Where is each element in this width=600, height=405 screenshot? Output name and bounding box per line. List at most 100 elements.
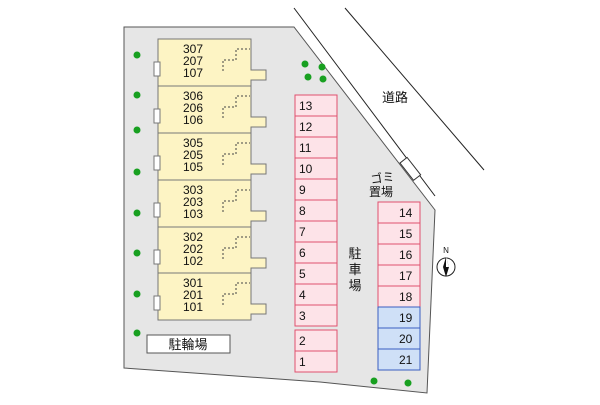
room-number: 202 <box>183 242 203 256</box>
building-outline <box>157 85 267 134</box>
room-number: 306 <box>183 89 203 103</box>
tree-icon <box>133 168 141 176</box>
parking-space-number: 19 <box>399 311 413 325</box>
parking-space: 14 <box>377 201 421 224</box>
parking-label-char: 駐 <box>348 246 361 261</box>
room-number: 105 <box>183 160 203 174</box>
north-arrow-icon: N <box>436 246 456 277</box>
parking-space-number: 10 <box>299 162 313 176</box>
room-number: 102 <box>183 254 203 268</box>
parking-space-number: 3 <box>299 309 306 323</box>
building-entrance <box>153 202 161 218</box>
parking-label-char: 車 <box>348 262 361 277</box>
parking-space: 19 <box>377 306 421 329</box>
parking-space: 10 <box>294 157 338 180</box>
garbage-box <box>399 156 422 182</box>
tree-icon <box>133 126 141 134</box>
tree-icon <box>304 73 312 81</box>
building-entrance <box>153 155 161 171</box>
parking-right-column: 14 15 16 17 18 19 20 21 <box>377 201 421 371</box>
tree-icon <box>133 91 141 99</box>
room-number: 201 <box>183 288 203 302</box>
building-outline <box>157 226 267 275</box>
trees <box>133 51 412 387</box>
parking-space-number: 13 <box>299 99 313 113</box>
parking-space-box <box>377 348 421 371</box>
parking-space: 11 <box>294 136 338 159</box>
building-entrance <box>153 61 161 77</box>
parking-space-number: 15 <box>399 227 413 241</box>
room-number: 207 <box>183 54 203 68</box>
parking-space: 8 <box>294 199 338 222</box>
road-label: 道路 <box>382 90 408 105</box>
parking-space: 5 <box>294 262 338 285</box>
apartment-buildings: 3072071073062061063052051053032031033022… <box>153 38 267 321</box>
tree-icon <box>133 290 141 298</box>
room-number: 303 <box>183 183 203 197</box>
balcony-outline <box>222 48 250 71</box>
parking-space: 7 <box>294 220 338 243</box>
parking-space-number: 6 <box>299 246 306 260</box>
parking-label-char: 場 <box>348 278 361 293</box>
building-outline <box>157 38 267 87</box>
parking-space-number: 16 <box>399 248 413 262</box>
parking-space-number: 11 <box>299 141 312 155</box>
parking-space: 18 <box>377 285 421 308</box>
parking-space-box <box>294 304 338 327</box>
parking-space-number: 4 <box>299 288 306 302</box>
road-edge-line <box>344 7 485 171</box>
parking-space: 3 <box>294 304 338 327</box>
balcony-outline <box>222 189 250 212</box>
parking-space: 15 <box>377 222 421 245</box>
parking-space-number: 2 <box>299 334 306 348</box>
parking-space: 4 <box>294 283 338 306</box>
building-entrance <box>153 295 161 311</box>
parking-space-number: 14 <box>399 206 413 220</box>
room-number: 301 <box>183 276 203 290</box>
room-number: 107 <box>183 66 203 80</box>
tree-icon <box>404 379 412 387</box>
parking-space-box <box>294 350 338 373</box>
parking-space: 20 <box>377 327 421 350</box>
tree-icon <box>133 329 141 337</box>
balcony-outline <box>222 142 250 165</box>
tree-icon <box>133 209 141 217</box>
bike-parking-box <box>146 334 231 354</box>
room-number: 302 <box>183 230 203 244</box>
parking-space: 2 <box>294 329 338 352</box>
room-number: 305 <box>183 136 203 150</box>
parking-space: 16 <box>377 243 421 266</box>
building-outline <box>157 132 267 181</box>
balcony-outline <box>222 236 250 259</box>
tree-icon <box>319 75 327 83</box>
parking-space: 6 <box>294 241 338 264</box>
tree-icon <box>301 60 309 68</box>
parking-label: 駐車場 <box>348 246 361 293</box>
parking-space: 17 <box>377 264 421 287</box>
room-number: 205 <box>183 148 203 162</box>
parking-space-number: 7 <box>299 225 306 239</box>
building-outline <box>157 179 267 228</box>
parking-space: 13 <box>294 94 338 117</box>
parking-space-number: 17 <box>399 269 413 283</box>
parking-space-number: 5 <box>299 267 306 281</box>
room-number: 101 <box>183 300 203 314</box>
balcony-outline <box>222 282 250 305</box>
garbage-label-line1: ゴミ <box>369 168 395 186</box>
parking-space-number: 20 <box>399 332 413 346</box>
building-outline <box>157 272 267 321</box>
parking-space: 21 <box>377 348 421 371</box>
balcony-outline <box>222 95 250 118</box>
parking-space-number: 8 <box>299 204 306 218</box>
parking-space: 12 <box>294 115 338 138</box>
building-entrance <box>153 108 161 124</box>
parking-space-number: 9 <box>299 183 306 197</box>
room-number: 203 <box>183 195 203 209</box>
